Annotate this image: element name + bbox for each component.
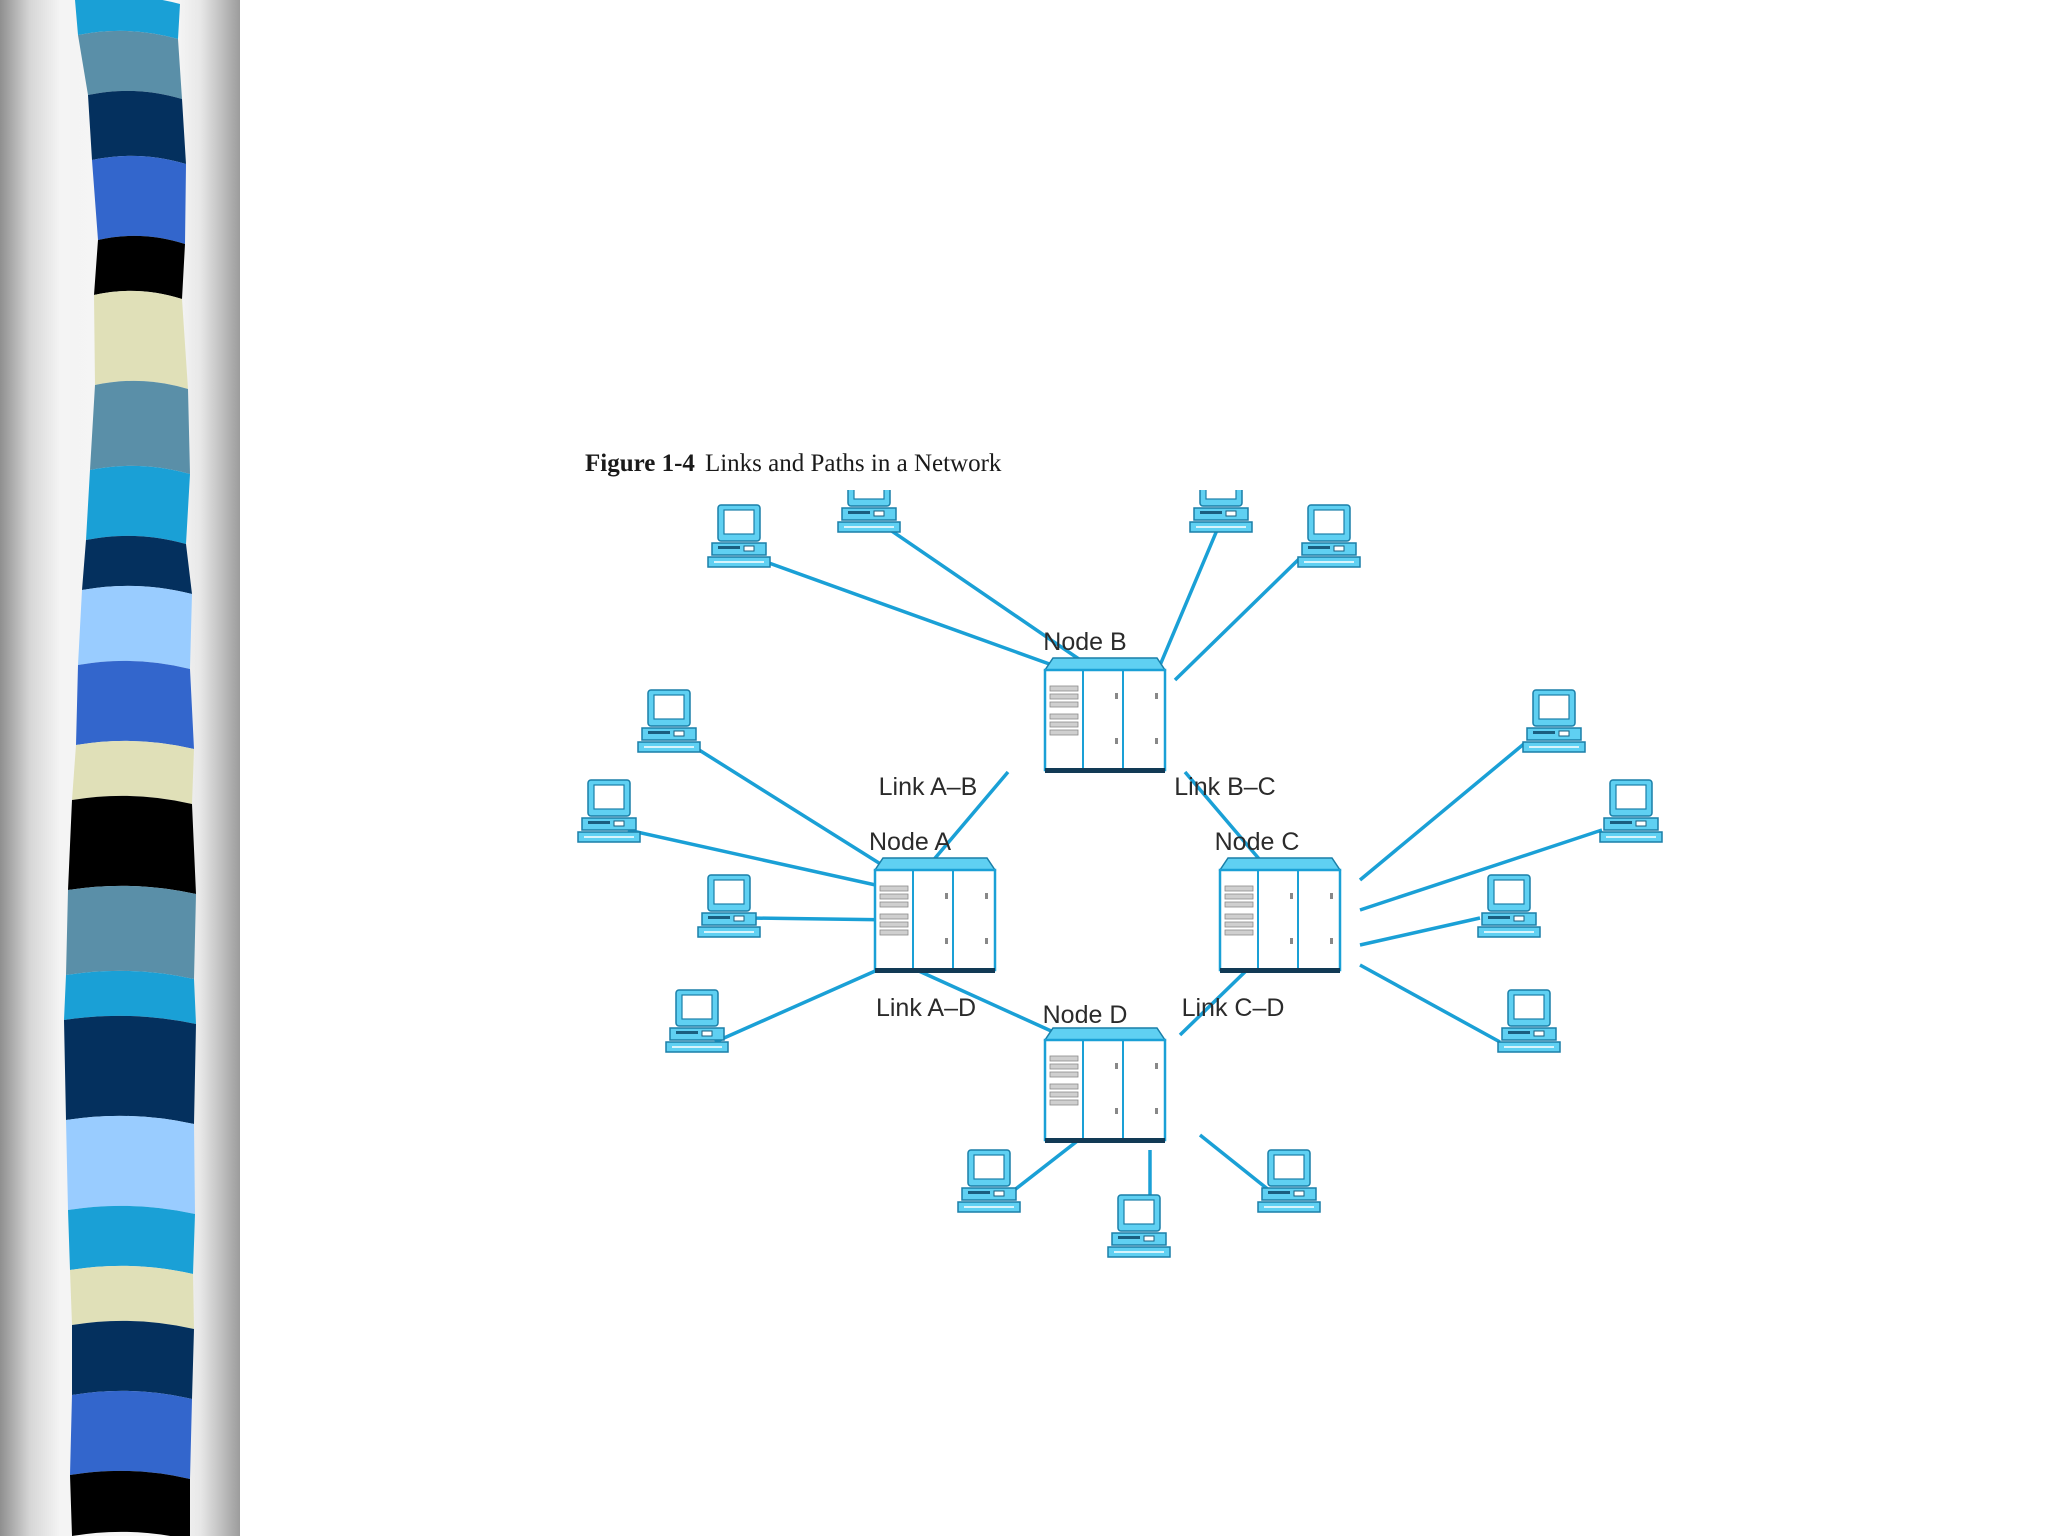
computer-terminal-icon [666,990,728,1052]
terminal-link-line [1360,743,1525,880]
sidebar-stripe [82,536,192,594]
sidebar-stripe [70,1391,192,1479]
sidebar-stripe [70,1471,190,1536]
node-cabinet-d [1045,1028,1165,1143]
node-label-b: Node B [1043,628,1126,656]
sidebar-stripe [94,236,185,299]
link-label-cd: Link C–D [1182,994,1285,1022]
node-label-a: Node A [869,828,951,856]
link-label-bc: Link B–C [1174,773,1275,801]
terminal-link-line [715,960,900,1042]
terminal-link-line [1008,1135,1085,1195]
computer-terminal-icon [838,490,900,532]
computer-terminal-icon [1258,1150,1320,1212]
sidebar-stripe [92,156,186,244]
figure-number: Figure 1-4 [585,450,695,477]
node-label-d: Node D [1043,1001,1128,1029]
terminal-link-line [1175,558,1300,680]
terminal-link-line [1360,965,1500,1042]
sidebar-stripe [90,381,190,474]
computer-terminal-icon [1190,490,1252,532]
computer-terminal-icon [1298,505,1360,567]
decorative-stripe-sidebar [0,0,240,1536]
terminal-link-line [1200,1135,1275,1195]
node-cabinet-a [875,858,995,973]
computer-terminal-icon [698,875,760,937]
node-cabinet-c [1220,858,1340,973]
sidebar-stripe [88,91,186,164]
node-label-c: Node C [1215,828,1300,856]
computer-terminal-icon [1478,875,1540,937]
node-cabinet-b [1045,658,1165,773]
computer-terminal-icon [1498,990,1560,1052]
figure-caption: Figure 1-4 Links and Paths in a Network [585,450,1001,478]
terminal-link-line [1360,918,1480,945]
computer-terminal-icon [1600,780,1662,842]
sidebar-stripe [64,1016,196,1124]
terminal-link-line [1360,830,1602,910]
sidebar-stripe [66,1116,195,1214]
network-nodes [875,658,1340,1143]
sidebar-stripe [68,1206,195,1274]
sidebar-stripe [72,1321,194,1399]
figure-title: Links and Paths in a Network [705,450,1001,477]
computer-terminal-icon [958,1150,1020,1212]
sidebar-stripe [76,661,194,749]
computer-terminal-icon [708,505,770,567]
sidebar-stripe [94,291,188,389]
computer-terminal-icon [1108,1195,1170,1257]
sidebar-stripe [70,1266,194,1329]
terminal-link-line [688,743,898,875]
terminal-link-line [755,558,1080,675]
link-label-ab: Link A–B [879,773,978,801]
link-label-ad: Link A–D [876,994,976,1022]
sidebar-stripe [78,31,182,99]
terminal-link-line [628,830,898,890]
computer-terminal-icon [578,780,640,842]
sidebar-stripe [66,886,196,979]
sidebar-stripe [78,586,192,669]
sidebar-stripe [86,466,190,544]
computer-terminal-icon [638,690,700,752]
terminal-link-line [1158,523,1220,670]
sidebar-stripe [68,796,196,894]
computer-terminal-icon [1523,690,1585,752]
sidebar-stripe [72,741,194,804]
network-diagram: Node A Node B Node C Node D Link A–B Lin… [560,490,1760,1370]
stripe-pattern [0,0,240,1536]
